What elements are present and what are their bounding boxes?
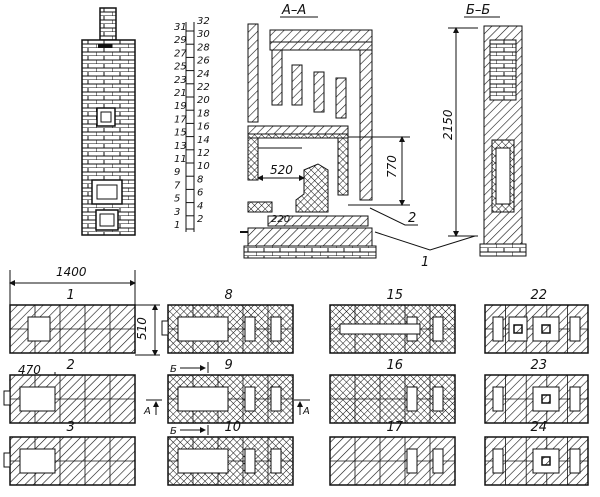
plan-row-10: 10	[167, 420, 294, 486]
row-number-even: 32	[197, 16, 210, 27]
plan-row-1: 1	[9, 288, 136, 354]
row-number-odd: 1	[174, 220, 180, 231]
section-mark-a-left: А	[143, 406, 151, 417]
plan-label: 17	[387, 420, 404, 435]
row-number-odd: 3	[174, 207, 180, 218]
row-number-even: 4	[197, 201, 203, 212]
section-mark-a-right: А	[302, 406, 310, 417]
plan-row-24: 24	[484, 420, 589, 486]
plan-label: 22	[531, 288, 548, 303]
door-frame-icon	[161, 320, 169, 336]
row-number-odd: 29	[174, 35, 187, 46]
callout-1: 1	[421, 255, 429, 270]
plan-label: 1	[67, 288, 75, 303]
row-number-even: 2	[197, 214, 203, 225]
row-number-even: 26	[197, 56, 210, 67]
plan-label: 23	[531, 358, 548, 373]
row-number-even: 14	[197, 135, 210, 146]
plan-row-17: 17	[329, 420, 456, 486]
row-number-even: 30	[197, 29, 210, 40]
row-number-odd: 9	[174, 167, 180, 178]
door-frame-icon	[3, 452, 11, 468]
row-number-odd: 11	[174, 154, 187, 165]
plan-label: 2	[67, 358, 75, 373]
section-b-b-title: Б–Б	[466, 3, 490, 18]
row-number-odd: 5	[174, 194, 180, 205]
row-number-odd: 7	[174, 180, 181, 191]
section-b-b: Б–Б	[464, 3, 527, 257]
row-number-even: 10	[197, 161, 210, 172]
section-mark-b-bottom: Б	[170, 426, 177, 437]
plan-row-2: 2	[3, 358, 136, 424]
plan-label: 15	[387, 288, 404, 303]
dim-770: 770	[385, 155, 399, 178]
plan-row-15: 15	[329, 288, 456, 354]
row-number-even: 18	[197, 108, 210, 119]
row-number-even: 8	[197, 174, 203, 185]
dim-470: 470	[18, 363, 41, 377]
row-number-even: 24	[197, 69, 210, 80]
row-number-odd: 15	[174, 128, 187, 139]
plan-row-9: 9	[167, 358, 294, 424]
callout-2: 2	[408, 211, 416, 226]
row-number-even: 20	[197, 95, 210, 106]
plan-row-16: 16	[329, 358, 456, 424]
row-number-odd: 25	[174, 62, 187, 73]
row-number-even: 16	[197, 122, 210, 133]
section-a-a: А–А 520 220 770 2 1	[240, 3, 476, 270]
row-number-odd: 13	[174, 141, 187, 152]
plan-label: 9	[225, 358, 233, 373]
dim-520: 520	[270, 163, 293, 177]
row-number-even: 12	[197, 148, 210, 159]
row-number-odd: 21	[174, 88, 187, 99]
row-number-even: 22	[197, 82, 210, 93]
dim-1400: 1400	[56, 265, 87, 279]
plan-row-23: 23	[484, 358, 589, 424]
plan-label: 3	[67, 420, 75, 435]
row-number-odd: 31	[174, 22, 187, 33]
dim-2150: 2150	[441, 109, 455, 140]
plan-label: 24	[531, 420, 548, 435]
row-number-odd: 27	[174, 48, 187, 59]
plan-label: 8	[225, 288, 233, 303]
row-number-odd: 17	[174, 114, 187, 125]
row-number-even: 6	[197, 188, 203, 199]
row-number-ladder: 3129272523211917151311975313230282624222…	[174, 16, 210, 232]
row-number-odd: 23	[174, 75, 187, 86]
front-elevation	[81, 7, 136, 236]
plan-label: 16	[387, 358, 404, 373]
plan-label: 10	[225, 420, 242, 435]
door-frame-icon	[3, 390, 11, 406]
dim-510: 510	[135, 317, 149, 340]
row-number-even: 28	[197, 42, 210, 53]
dim-220: 220	[271, 214, 290, 225]
plan-row-8: 8	[161, 288, 294, 354]
section-a-a-title: А–А	[281, 3, 306, 18]
section-mark-b-top: Б	[170, 364, 177, 375]
plan-row-22: 22	[484, 288, 589, 354]
plan-row-3: 3	[3, 420, 136, 486]
row-number-odd: 19	[174, 101, 187, 112]
